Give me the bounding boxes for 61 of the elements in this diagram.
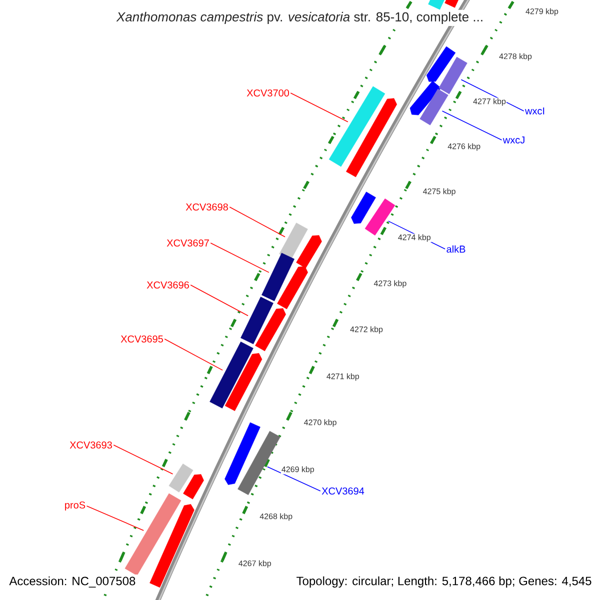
tick-label: 4277 kbp (472, 98, 506, 106)
feature-bar (420, 88, 448, 126)
leader-line (290, 92, 348, 122)
gene-feature (296, 235, 322, 268)
tick-label: 4268 kbp (259, 512, 294, 522)
gene-label: XCV3697 (166, 239, 209, 247)
gene-label: XCV3698 (186, 203, 228, 211)
gene-feature (224, 353, 262, 412)
leader-line (266, 466, 321, 492)
tick-label: 4271 kbp (326, 372, 360, 382)
tick-label: 4273 kbp (373, 280, 408, 288)
gene-feature (351, 192, 376, 224)
leader-line (164, 338, 223, 371)
tick-label: 4269 kbp (280, 466, 315, 474)
leader-line (113, 444, 174, 474)
feature-bar (279, 222, 308, 260)
gene-feature (444, 0, 460, 8)
tick-label: 4272 kbp (350, 326, 384, 334)
feature-bar (240, 296, 274, 344)
tick-label: 4276 kbp (447, 142, 482, 152)
gene-feature (183, 474, 204, 500)
tick-label: 4279 kbp (525, 8, 559, 16)
leader-line (442, 110, 502, 140)
feature-bar (168, 464, 194, 492)
tick-label: 4278 kbp (498, 52, 532, 62)
gene-feature (224, 422, 260, 485)
feature-bar (328, 86, 386, 167)
tick-label: 4270 kbp (303, 418, 338, 428)
leader-line (229, 206, 286, 238)
gene-feature (255, 308, 286, 352)
gene-label: XCV3696 (146, 281, 189, 289)
title: Xanthomonas campestris pv. vesicatoria str. 85-10, complete ... (114, 10, 486, 26)
gene-label: XCV3693 (70, 441, 112, 449)
leader-line (86, 506, 144, 531)
leader-line (210, 242, 270, 273)
gene-feature (277, 266, 308, 310)
feature-bar (438, 56, 468, 94)
gene-label: XCV3694 (322, 487, 364, 495)
gene-label: alkB (446, 245, 466, 253)
footer-text: Accession: NC_007508 (7, 574, 138, 590)
feature-bar (238, 430, 280, 496)
gene-label: wxcI (525, 108, 544, 114)
gene-label: XCV3700 (246, 89, 290, 97)
tick-label: 4267 kbp (238, 560, 272, 568)
feature-bar (210, 342, 254, 408)
gene-feature (410, 80, 442, 116)
gene-feature (150, 504, 194, 588)
tick-label: 4274 kbp (397, 234, 432, 242)
feature-bar (364, 198, 396, 236)
leader-line (190, 284, 248, 316)
gene-label: XCV3695 (120, 335, 163, 343)
gene-feature (346, 98, 397, 178)
tick-label: 4275 kbp (422, 188, 456, 196)
gene-label: wxcJ (502, 136, 524, 144)
gene-feature (426, 46, 456, 82)
feature-bar (262, 252, 294, 302)
footer-text: Topology: circular; Length: 5,178,466 bp; Genes: 4,545 (294, 574, 594, 590)
leader-line (460, 79, 524, 112)
feature-bar (428, 0, 447, 10)
gene-label: proS (65, 501, 86, 511)
feature-bar (124, 493, 182, 576)
